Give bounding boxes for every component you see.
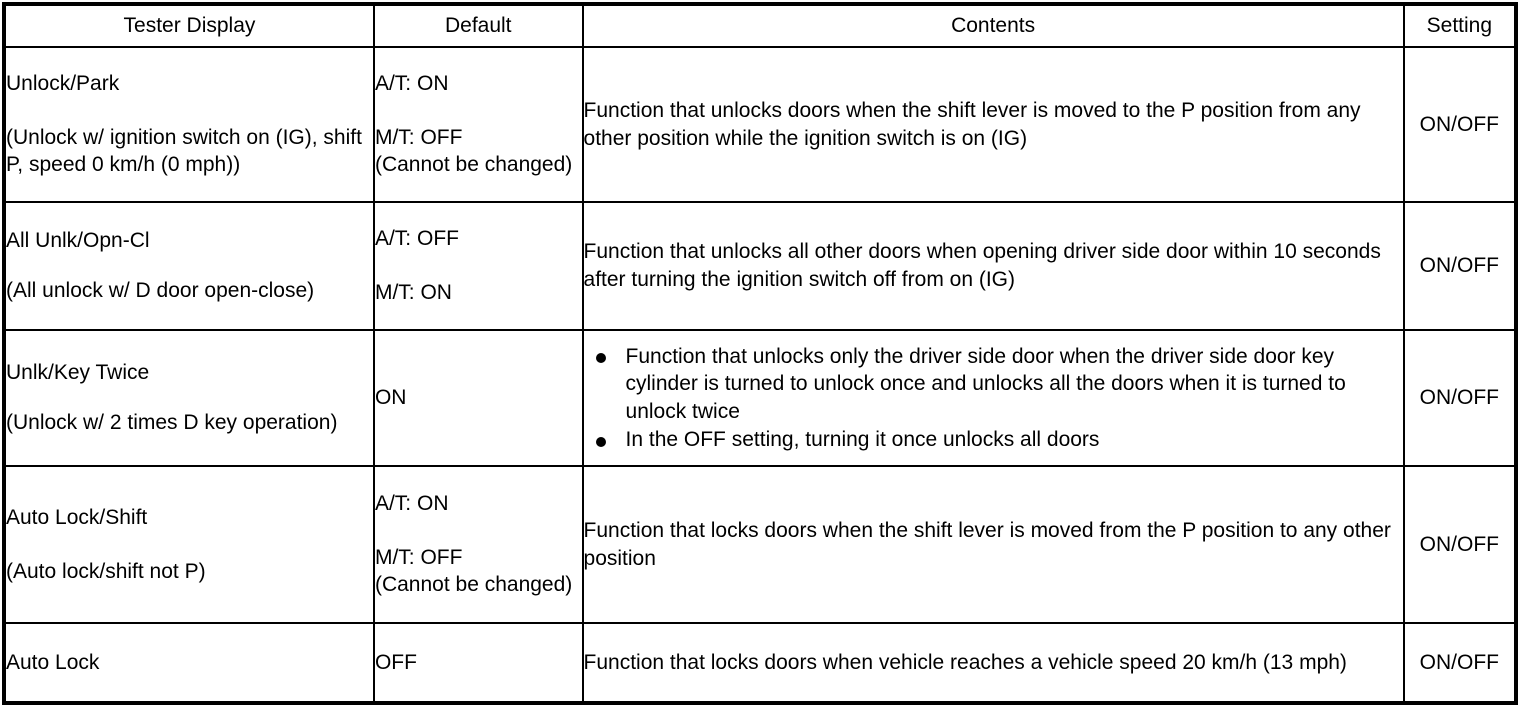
- tester-display-description: (Unlock w/ 2 times D key operation): [6, 411, 338, 434]
- cell-default: A/T: ON M/T: OFF (Cannot be changed): [372, 465, 584, 624]
- column-header-contents: Contents: [581, 3, 1405, 48]
- table-body: Unlock/Park (Unlock w/ ignition switch o…: [3, 46, 1518, 703]
- default-mt-value: M/T: ON: [374, 281, 452, 304]
- table-row: Unlk/Key Twice (Unlock w/ 2 times D key …: [3, 329, 1518, 467]
- cell-tester-display: Unlk/Key Twice (Unlock w/ 2 times D key …: [3, 329, 375, 467]
- cell-contents: Function that locks doors when the shift…: [581, 465, 1405, 624]
- default-mt-value: M/T: OFF: [374, 545, 463, 569]
- cell-default: OFF: [372, 622, 584, 703]
- column-header-setting: Setting: [1402, 3, 1516, 48]
- cell-default: ON: [372, 329, 584, 467]
- bullet-icon: [595, 353, 606, 364]
- default-value: OFF: [374, 650, 417, 674]
- default-mt-value: M/T: OFF: [374, 125, 463, 149]
- cell-contents: Function that unlocks doors when the shi…: [581, 46, 1405, 203]
- cell-contents: Function that unlocks all other doors wh…: [581, 201, 1405, 331]
- contents-text: Function that unlocks all other doors wh…: [583, 240, 1381, 291]
- list-item: In the OFF setting, turning it once unlo…: [592, 426, 1403, 454]
- default-at-value: A/T: ON: [374, 491, 449, 515]
- tester-display-name: Auto Lock: [6, 650, 100, 674]
- default-at-value: A/T: ON: [374, 71, 449, 95]
- table-row: Unlock/Park (Unlock w/ ignition switch o…: [3, 46, 1518, 203]
- cell-setting: ON/OFF: [1402, 465, 1518, 624]
- cell-setting: ON/OFF: [1402, 201, 1518, 331]
- table-header-row: Tester Display Default Contents Setting: [4, 3, 1516, 48]
- cell-contents: Function that locks doors when vehicle r…: [581, 622, 1405, 703]
- contents-text: Function that locks doors when vehicle r…: [583, 650, 1347, 674]
- cell-default: A/T: OFF M/T: ON: [372, 201, 584, 331]
- table-row: All Unlk/Opn-Cl (All unlock w/ D door op…: [3, 201, 1518, 331]
- tester-display-name: Auto Lock/Shift: [6, 505, 148, 529]
- cell-contents: Function that unlocks only the driver si…: [581, 329, 1405, 467]
- cell-tester-display: All Unlk/Opn-Cl (All unlock w/ D door op…: [3, 201, 375, 331]
- contents-text: In the OFF setting, turning it once unlo…: [625, 427, 1100, 451]
- contents-text: Function that unlocks doors when the shi…: [583, 98, 1361, 150]
- default-at-value: A/T: OFF: [374, 227, 459, 251]
- default-note: (Cannot be changed): [374, 153, 573, 177]
- tester-display-description: (All unlock w/ D door open-close): [6, 279, 315, 302]
- column-header-tester-display: Tester Display: [4, 3, 375, 48]
- tester-display-description: (Unlock w/ ignition switch on (IG), shif…: [6, 125, 362, 177]
- cell-tester-display: Auto Lock: [3, 622, 375, 703]
- cell-setting: ON/OFF: [1402, 46, 1518, 203]
- default-value: ON: [374, 386, 407, 410]
- cell-tester-display: Auto Lock/Shift (Auto lock/shift not P): [3, 465, 375, 624]
- tester-display-name: Unlk/Key Twice: [6, 361, 150, 385]
- tester-display-name: Unlock/Park: [6, 71, 120, 95]
- cell-tester-display: Unlock/Park (Unlock w/ ignition switch o…: [3, 46, 375, 203]
- cell-default: A/T: ON M/T: OFF (Cannot be changed): [372, 46, 584, 203]
- table-row: Auto Lock OFF Function that locks doors …: [3, 622, 1518, 703]
- contents-bullet-list: Function that unlocks only the driver si…: [584, 343, 1403, 454]
- default-note: (Cannot be changed): [374, 573, 573, 597]
- column-header-default: Default: [372, 3, 584, 48]
- list-item: Function that unlocks only the driver si…: [592, 343, 1403, 426]
- bullet-icon: [595, 436, 606, 447]
- tester-display-name: All Unlk/Opn-Cl: [6, 229, 150, 253]
- contents-text: Function that locks doors when the shift…: [583, 518, 1391, 570]
- cell-setting: ON/OFF: [1402, 622, 1518, 703]
- table-row: Auto Lock/Shift (Auto lock/shift not P) …: [3, 465, 1518, 624]
- cell-setting: ON/OFF: [1402, 329, 1518, 467]
- tester-display-description: (Auto lock/shift not P): [6, 559, 206, 583]
- contents-text: Function that unlocks only the driver si…: [625, 344, 1346, 423]
- table-header: Tester Display Default Contents Setting: [4, 3, 1516, 48]
